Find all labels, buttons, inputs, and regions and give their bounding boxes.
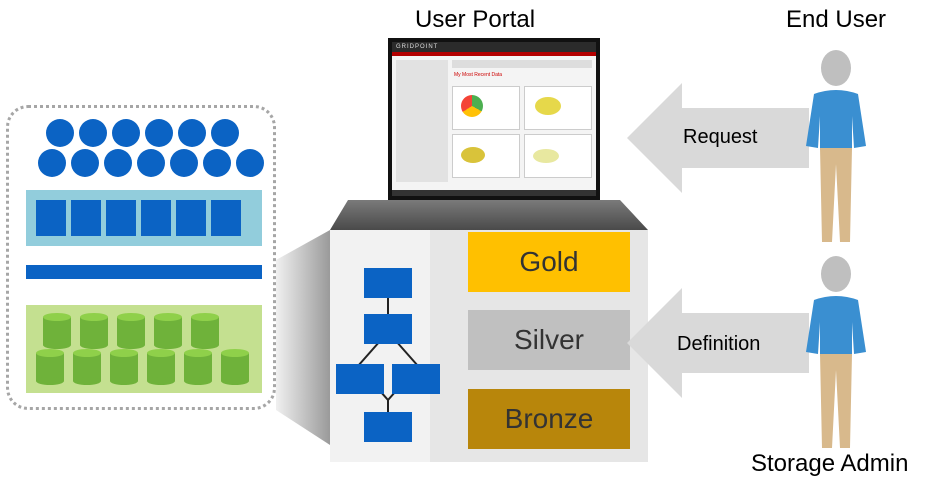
storage-pool — [6, 105, 276, 410]
tier-gold: Gold — [468, 232, 630, 292]
disk-cylinders — [36, 313, 249, 385]
end-user-person-icon — [806, 50, 866, 242]
user-portal-screenshot: GRIDPOINT My Most Recent Data — [388, 38, 600, 200]
definition-arrow — [627, 288, 809, 398]
request-arrow — [627, 83, 809, 193]
network-blocks — [36, 200, 241, 236]
tier-bronze: Bronze — [468, 389, 630, 449]
portal-heading: My Most Recent Data — [454, 72, 503, 78]
portal-brand: GRIDPOINT — [396, 44, 439, 50]
workflow-diagram-icon — [336, 268, 440, 442]
tier-silver: Silver — [468, 310, 630, 370]
compute-dots — [38, 119, 264, 177]
end-user-label: End User — [786, 6, 887, 33]
request-label: Request — [683, 126, 758, 148]
storage-admin-person-icon — [806, 256, 866, 448]
storage-pool-contents — [26, 119, 264, 393]
user-portal-label: User Portal — [415, 6, 536, 33]
separator-bar — [26, 265, 262, 279]
definition-label: Definition — [677, 333, 761, 355]
storage-admin-label: Storage Admin — [751, 450, 909, 477]
